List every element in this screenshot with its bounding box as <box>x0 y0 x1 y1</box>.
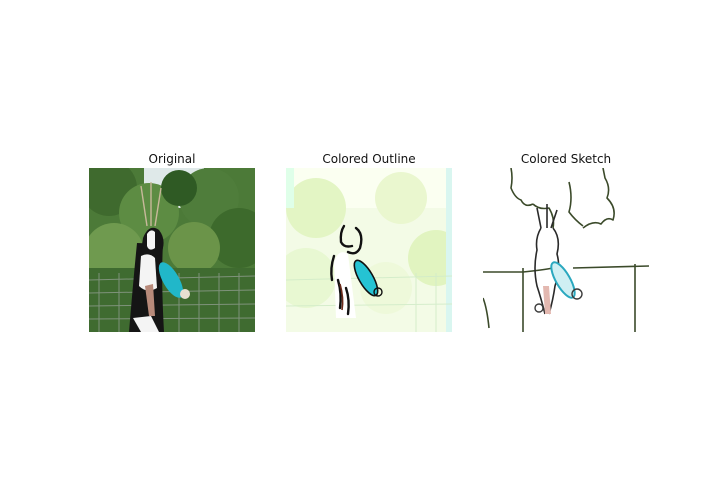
panel-title: Original <box>148 152 196 166</box>
panel-original: Original <box>89 150 255 332</box>
colored-sketch-image <box>483 168 649 332</box>
panel-colored-sketch: Colored Sketch <box>483 150 649 332</box>
panel-title: Colored Sketch <box>520 152 612 166</box>
panel-colored-outline: Colored Outline <box>286 150 452 332</box>
original-photo <box>89 168 255 332</box>
panel-title: Colored Outline <box>322 152 416 166</box>
colored-outline-image <box>286 168 452 332</box>
